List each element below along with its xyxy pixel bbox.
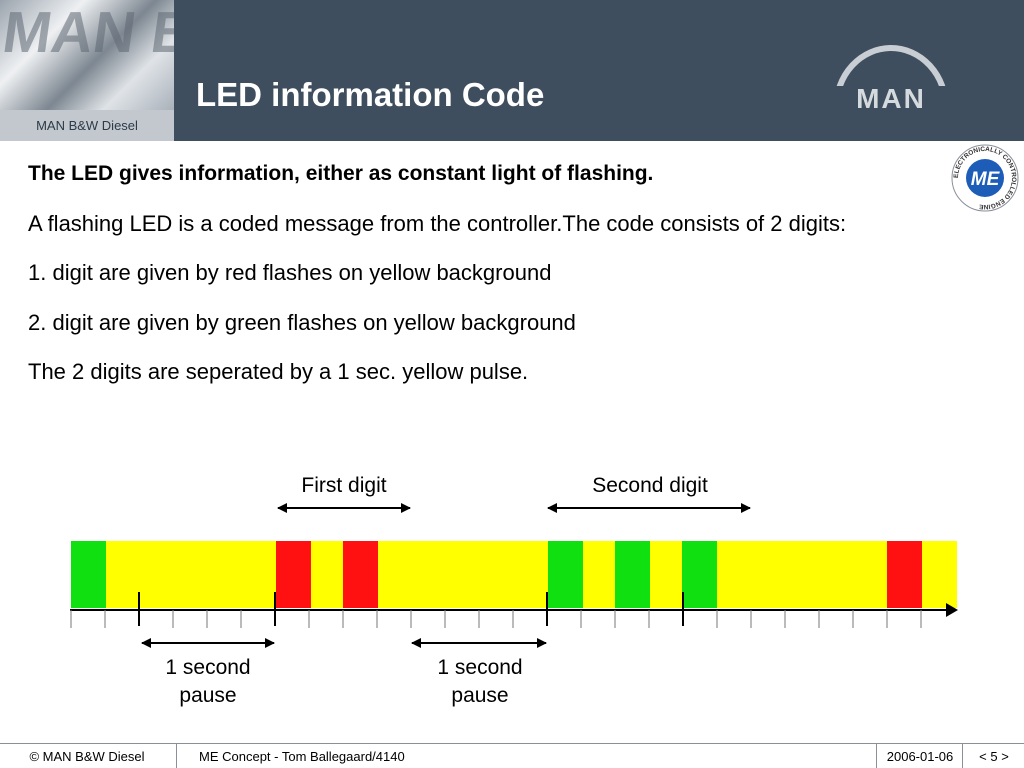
led-segment-yellow — [311, 541, 343, 608]
engine-photo: MAN B&W — [0, 0, 174, 110]
intro-line: The LED gives information, either as con… — [28, 162, 654, 185]
company-caption: MAN B&W Diesel — [0, 110, 174, 141]
led-segment-yellow — [717, 541, 887, 608]
footer-date: 2006-01-06 — [876, 744, 963, 768]
footer-page-number: < 5 > — [962, 744, 1024, 768]
badge-text: ME — [971, 169, 1001, 190]
led-segment-yellow — [583, 541, 615, 608]
led-segment-green — [548, 541, 583, 608]
footer-copyright: © MAN B&W Diesel — [29, 748, 145, 764]
led-timing-diagram: First digit Second digit 1 second pause … — [70, 474, 958, 707]
led-segment-red — [887, 541, 922, 608]
me-engine-badge-icon: ELECTRONICALLY CONTROLLED ENGINE ME — [951, 144, 1019, 212]
man-brand-logo-icon: MAN — [832, 45, 950, 113]
text-line: 1. digit are given by red flashes on yel… — [28, 260, 552, 285]
text-line: A flashing LED is a coded message from t… — [28, 211, 847, 236]
page-title: LED information Code — [196, 76, 545, 113]
second-digit-label: Second digit — [592, 474, 708, 497]
company-logo-block: MAN B&W MAN B&W Diesel — [0, 0, 174, 141]
led-segment-yellow — [922, 541, 957, 608]
text-line: 2. digit are given by green flashes on y… — [28, 310, 576, 335]
led-segment-green — [615, 541, 650, 608]
time-axis-arrow-icon — [946, 603, 958, 617]
slide-header: MAN B&W MAN B&W Diesel LED information C… — [0, 0, 1024, 141]
first-digit-label: First digit — [301, 474, 386, 497]
text-line: The 2 digits are seperated by a 1 sec. y… — [28, 359, 529, 384]
time-axis-ticks — [70, 592, 922, 628]
slide-footer: © MAN B&W Diesel ME Concept - Tom Balleg… — [0, 743, 1024, 768]
led-segment-red — [276, 541, 311, 608]
led-segment-yellow — [650, 541, 682, 608]
second-pause-label-line1: 1 second — [437, 656, 522, 679]
second-pause-label-line2: pause — [451, 684, 508, 707]
led-segment-yellow — [378, 541, 548, 608]
first-pause-label-line1: 1 second — [165, 656, 250, 679]
first-pause-label-line2: pause — [179, 684, 236, 707]
led-segment-green — [682, 541, 717, 608]
led-segment-red — [343, 541, 378, 608]
logo-photo-text: MAN B&W — [0, 0, 174, 65]
footer-presentation-info: ME Concept - Tom Ballegaard/4140 — [176, 744, 876, 768]
led-signal-bar — [71, 541, 957, 608]
led-segment-green — [71, 541, 106, 608]
led-segment-yellow — [106, 541, 276, 608]
man-logo-text: MAN — [856, 83, 926, 113]
